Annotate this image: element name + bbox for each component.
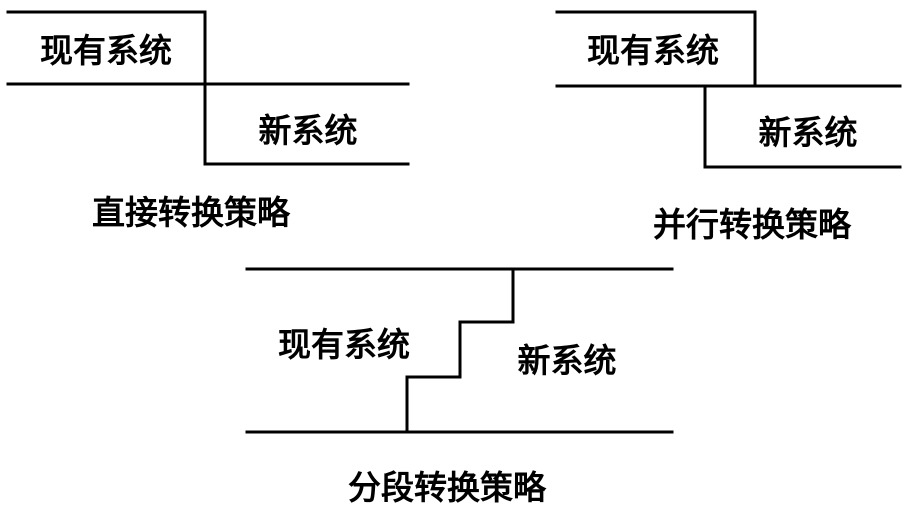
phased-new-system-label: 新系统 (518, 341, 617, 380)
phased-existing-system-label: 现有系统 (278, 325, 410, 364)
parallel-new-system-boundary (703, 84, 902, 169)
parallel-new-system-label: 新系统 (759, 113, 858, 152)
parallel-strategy-caption: 并行转换策略 (653, 205, 852, 244)
parallel-conversion-panel: 现有系统 新系统 并行转换策略 (555, 10, 902, 244)
parallel-existing-system-boundary (555, 10, 757, 88)
direct-existing-system-boundary (6, 10, 207, 86)
direct-existing-system-label: 现有系统 (40, 31, 172, 70)
phased-conversion-panel: 现有系统 新系统 分段转换策略 (245, 267, 674, 507)
parallel-existing-system-label: 现有系统 (587, 31, 719, 70)
phased-staircase-boundary (405, 267, 515, 434)
direct-new-system-label: 新系统 (259, 111, 358, 150)
direct-strategy-caption: 直接转换策略 (92, 193, 291, 232)
phased-strategy-caption: 分段转换策略 (348, 468, 547, 507)
direct-conversion-panel: 现有系统 新系统 直接转换策略 (6, 10, 410, 232)
direct-new-system-boundary (203, 82, 410, 166)
